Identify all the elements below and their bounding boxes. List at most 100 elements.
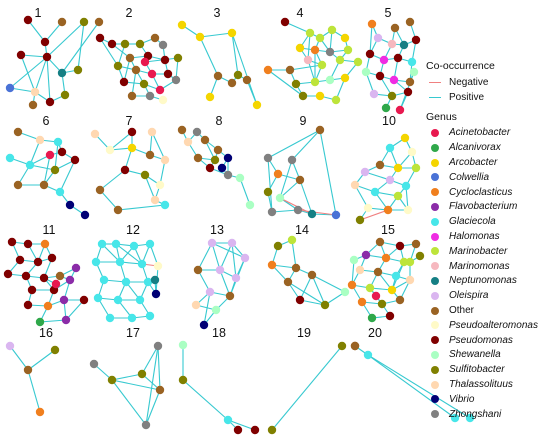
node-pseudomonas [15,255,25,265]
genus-color-dot [431,276,439,285]
node-marinobacter [343,45,353,55]
node-pseudomonas [375,71,385,81]
genus-label: Marinobacter [449,245,508,257]
node-pseudomonas [119,77,129,87]
node-zhongshani [325,47,335,57]
positive-edge [65,299,85,321]
legend-positive-label: Positive [449,91,485,103]
positive-edge [145,345,159,426]
node-zhongshani [158,40,168,50]
node-other [395,295,405,305]
node-pseudoalteromonas [105,145,115,155]
node-other [145,150,155,160]
node-zhongshani [171,75,181,85]
node-acinetobacter [51,279,61,289]
node-pseudomonas [120,165,130,175]
node-glaciecola [55,187,65,197]
node-glaciecola [370,187,380,197]
positive-edge [199,32,233,38]
positive-edge [59,159,76,193]
positive-edge [44,21,63,43]
positive-edge [34,56,48,93]
panel-number-label: 11 [43,223,56,237]
node-arcobacter [340,33,350,43]
positive-edge [289,64,323,71]
node-pseudomonas [47,253,57,263]
node-glaciecola [105,313,115,323]
node-alcanivorax [367,313,377,323]
node-pseudomonas [395,241,405,251]
node-shewanella [275,193,285,203]
panel-number-label: 5 [385,6,392,20]
legend-negative: Negative [426,75,550,90]
legend-negative-label: Negative [449,76,489,88]
node-zhongshani [263,153,273,163]
positive-edge [279,179,301,199]
node-other [242,75,252,85]
node-acinetobacter [45,150,55,160]
positive-edge [291,129,321,161]
node-glaciecola [121,277,131,287]
node-sulfitobacter [267,425,277,435]
positive-edge [27,349,56,371]
node-glaciecola [129,241,139,251]
node-sulfitobacter [210,155,220,165]
genus-color-dot [431,365,439,374]
legend-genus-flavobacterium: Flavobacterium [426,200,550,215]
legend-genus-glaciecola: Glaciecola [426,214,550,229]
node-pseudomonas [70,155,80,165]
panel-number-label: 3 [214,6,221,20]
node-pseudomonas [42,52,52,62]
node-marinobacter [353,57,363,67]
node-acinetobacter [395,105,405,115]
node-arcobacter [295,43,305,53]
node-other [94,17,104,27]
genus-label: Pseudomonas [449,334,513,346]
node-flavobacterium [65,275,75,285]
legend-genus-marinobacter: Marinobacter [426,244,550,259]
node-other [373,267,383,277]
node-arcobacter [227,28,237,38]
node-shewanella [325,75,335,85]
node-other [283,277,293,287]
node-alcanivorax [35,317,45,327]
network-panel-16 [5,341,60,417]
node-glaciecola [465,413,475,423]
legend-genus-shewanella: Shewanella [426,348,550,363]
node-glaciecola [145,239,155,249]
genus-label: Flavobacterium [449,201,518,213]
node-pseudomonas [233,425,243,435]
node-thalassolituus [183,137,193,147]
legend-genus-halomonas: Halomonas [426,229,550,244]
node-other [13,127,23,137]
node-pseudomonas [403,87,413,97]
positive-edge [115,243,143,265]
node-shewanella [178,340,188,350]
node-sulfitobacter [178,375,188,385]
positive-edge [29,164,56,171]
node-sulfitobacter [120,39,130,49]
genus-color-dot [431,217,439,226]
network-panel-1 [5,15,104,110]
node-oleispira [385,175,395,185]
panel-number-label: 9 [300,114,307,128]
negative-edge [297,209,337,216]
node-zhongshani [145,91,155,101]
genus-color-dot [431,410,439,419]
legend-genus-acinetobacter: Acinetobacter [426,126,550,141]
legend-genus-thalassolituus: Thalassolituus [426,377,550,392]
node-other [127,91,137,101]
node-other [23,365,33,375]
node-vibrio [217,163,227,173]
node-other [285,65,295,75]
positive-edge [219,242,233,271]
node-other [13,180,23,190]
positive-edge [99,169,126,191]
node-glaciecola [53,137,63,147]
positive-edge [54,141,59,171]
node-pseudoalteromonas [155,180,165,190]
node-flavobacterium [71,263,81,273]
node-other [350,341,360,351]
node-thalassolituus [350,180,360,190]
node-shewanella [361,67,371,77]
